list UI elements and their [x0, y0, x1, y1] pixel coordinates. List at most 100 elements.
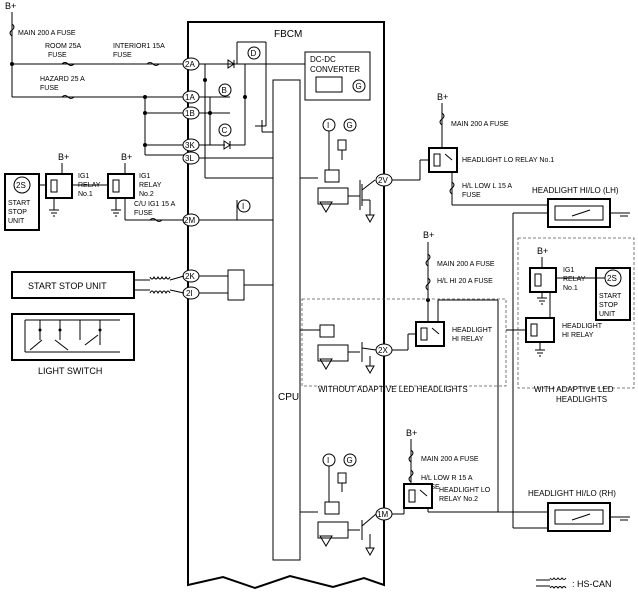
- terminal-3k: 3K: [182, 138, 200, 152]
- hazard-fuse-1: HAZARD 25 A: [40, 76, 85, 83]
- hi-right-l1: HEADLIGHT: [562, 323, 603, 330]
- ig1-relay-right: [529, 267, 557, 293]
- can-transceiver: [227, 269, 245, 301]
- hazard-fuse-2: FUSE: [40, 85, 59, 92]
- ig1-right-l1: IG1: [563, 267, 574, 274]
- headlight-lh-label: HEADLIGHT HI/LO (LH): [532, 186, 619, 195]
- start-stop-small-2: STOP: [8, 209, 27, 216]
- svg-text:2M: 2M: [184, 216, 195, 225]
- interior-fuse-2: FUSE: [113, 52, 132, 59]
- headlight-lh: [547, 198, 611, 228]
- bplus-lo2: B+: [406, 428, 417, 438]
- driver-2x: [300, 324, 377, 375]
- hi-right-l2: HI RELAY: [562, 332, 594, 339]
- terminal-2x: 2X: [375, 343, 393, 357]
- legend-hs-can: : HS-CAN: [536, 577, 612, 589]
- light-switch: [11, 313, 135, 361]
- terminal-3l: 3L: [182, 151, 200, 165]
- ig1-right-l3: No.1: [563, 285, 578, 292]
- hl-low-l-fuse-2: FUSE: [462, 192, 481, 199]
- bplus-right-ig1: B+: [537, 246, 548, 256]
- svg-text:I: I: [327, 456, 329, 465]
- headlight-lo-relay-no2: [403, 483, 433, 509]
- interior-fuse-1: INTERIOR1 15A: [113, 43, 165, 50]
- headlight-hi-relay: [415, 321, 445, 347]
- headlight-hi-relay-right: [525, 317, 555, 343]
- svg-text:1M: 1M: [377, 510, 388, 519]
- cu-ig1-fuse-1: C/U IG1 15 A: [134, 201, 176, 208]
- start-stop-unit-label: START STOP UNIT: [28, 281, 107, 291]
- terminal-2i: 2I: [182, 286, 200, 300]
- start-stop-right-2: STOP: [599, 302, 618, 309]
- terminal-2v: 2V: [375, 173, 393, 187]
- svg-text:I: I: [327, 121, 329, 130]
- bplus-hi: B+: [423, 230, 434, 240]
- ig1-relay-no2-l3: No.2: [139, 191, 154, 198]
- svg-text:2K: 2K: [185, 272, 195, 281]
- svg-text:1B: 1B: [185, 109, 195, 118]
- start-stop-right-1: START: [599, 293, 622, 300]
- svg-text:2X: 2X: [378, 346, 388, 355]
- without-adaptive-label: WITHOUT ADAPTIVE LED HEADLIGHTS: [318, 385, 468, 394]
- dcdc-inner-box: [315, 76, 343, 93]
- svg-text:1A: 1A: [185, 93, 195, 102]
- svg-text:3K: 3K: [185, 141, 195, 150]
- headlight-rh: [547, 502, 611, 532]
- bplus-ig1-no1: B+: [58, 152, 69, 162]
- ig1-relay-no2-l2: RELAY: [139, 182, 162, 189]
- terminal-2a: 2A: [182, 57, 200, 71]
- with-adaptive-region: [517, 237, 635, 389]
- lo-relay-no2-l1: HEADLIGHT LO: [439, 487, 491, 494]
- cpu-label: CPU: [278, 392, 299, 403]
- svg-text:2S: 2S: [16, 181, 26, 190]
- lo-relay-no1-label: HEADLIGHT LO RELAY No.1: [462, 157, 554, 164]
- marker-g-dcdc: [352, 79, 366, 93]
- driver-2v: I G: [300, 118, 376, 224]
- marker-d: D: [251, 49, 257, 58]
- main-fuse-left: MAIN 200 A FUSE: [18, 30, 76, 37]
- headlight-lo-relay-no1: [428, 147, 458, 173]
- bplus-lo1: B+: [437, 92, 448, 102]
- hi-relay-l1: HEADLIGHT: [452, 327, 493, 334]
- dcdc-label-1: DC-DC: [310, 55, 336, 64]
- ig1-relay-no1: [45, 173, 73, 199]
- with-adaptive-label-1: WITH ADAPTIVE LED: [534, 385, 614, 394]
- svg-text:3L: 3L: [185, 154, 194, 163]
- terminal-2k: 2K: [182, 269, 200, 283]
- svg-text:G: G: [347, 121, 353, 130]
- bplus-top-left: B+: [5, 1, 16, 11]
- svg-text:2I: 2I: [186, 289, 193, 298]
- with-adaptive-label-2: HEADLIGHTS: [556, 395, 607, 404]
- without-adaptive-region: [301, 298, 507, 387]
- dcdc-label-2: CONVERTER: [310, 65, 360, 74]
- terminal-1m: 1M: [375, 507, 393, 521]
- light-switch-label: LIGHT SWITCH: [38, 366, 102, 376]
- svg-text:2V: 2V: [378, 176, 388, 185]
- marker-b: B: [222, 86, 227, 95]
- hl-hi-fuse: H/L HI 20 A FUSE: [437, 278, 493, 285]
- fbcm-title: FBCM: [274, 29, 302, 40]
- start-stop-right-3: UNIT: [599, 311, 616, 318]
- main-fuse-hi: MAIN 200 A FUSE: [437, 261, 495, 268]
- marker-c: C: [222, 126, 228, 135]
- svg-text:G: G: [347, 456, 353, 465]
- start-stop-small-3: UNIT: [8, 218, 25, 225]
- start-stop-small-1: START: [8, 200, 31, 207]
- cpu-block: [272, 79, 301, 561]
- ig1-right-l2: RELAY: [563, 276, 586, 283]
- hl-low-l-fuse-1: H/L LOW L 15 A: [462, 183, 512, 190]
- room-fuse-2: FUSE: [48, 52, 67, 59]
- bplus-ig1-no2: B+: [121, 152, 132, 162]
- main-fuse-lo2: MAIN 200 A FUSE: [421, 456, 479, 463]
- hl-low-r-fuse-1: H/L LOW R 15 A: [421, 475, 473, 482]
- room-fuse-1: ROOM 25A: [45, 43, 82, 50]
- svg-text:2A: 2A: [185, 60, 195, 69]
- ig1-relay-no1-l3: No.1: [78, 191, 93, 198]
- ig1-relay-no2-l1: IG1: [139, 173, 150, 180]
- headlight-rh-label: HEADLIGHT HI/LO (RH): [528, 489, 616, 498]
- terminal-1a: 1A: [182, 90, 200, 104]
- svg-text:2S: 2S: [607, 274, 617, 283]
- marker-i-ig1: I: [242, 202, 244, 211]
- legend-hs-can-text: : HS-CAN: [572, 579, 612, 589]
